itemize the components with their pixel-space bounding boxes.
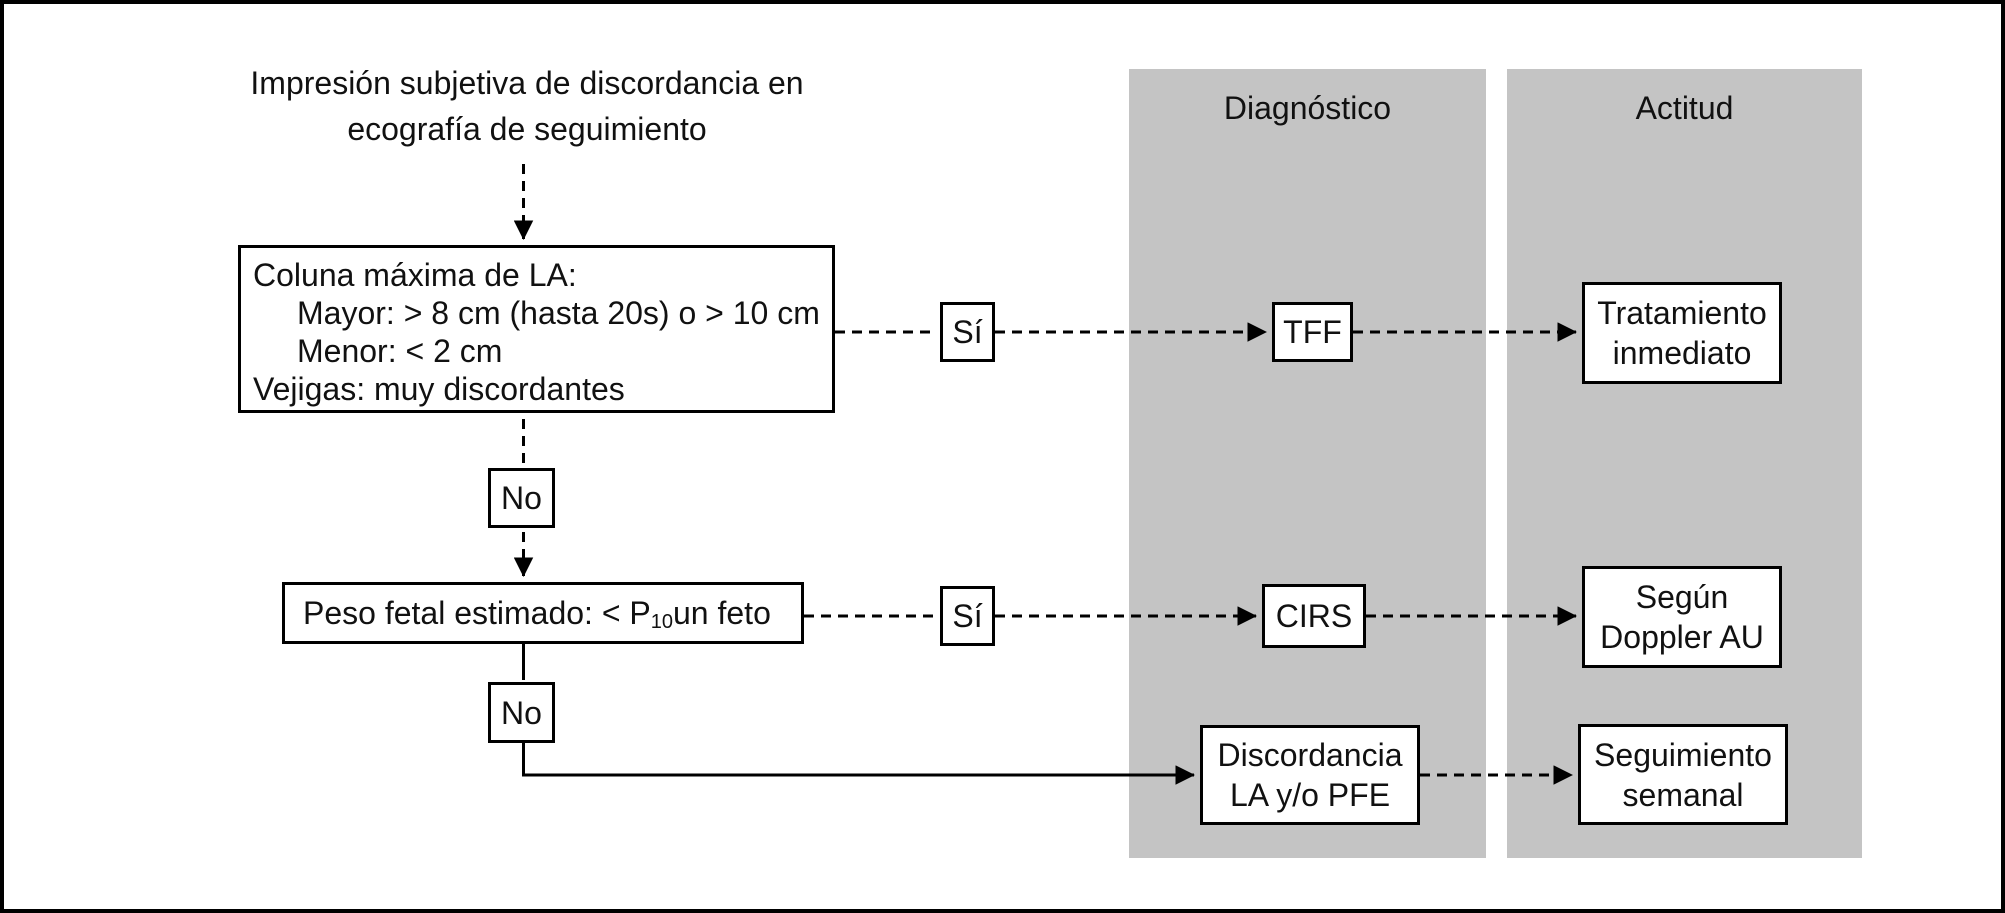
efw-text-suffix: un feto [673,595,771,631]
yes-box-2: Sí [940,586,995,646]
discordance-line2: LA y/o PFE [1229,777,1391,813]
no-box-1: No [488,468,555,528]
followup-box: Seguimiento semanal [1578,724,1788,825]
criteria-line1: Coluna máxima de LA: [253,257,577,293]
doppler-line1: Según [1635,579,1729,615]
followup-line1: Seguimiento [1594,736,1772,773]
discordance-line1: Discordancia [1217,737,1403,773]
criteria-box: Coluna máxima de LA: Mayor: > 8 cm (hast… [238,245,835,413]
start-text-line1: Impresión subjetiva de discordancia en [250,65,804,101]
treatment-line1: Tratamiento [1597,295,1767,331]
treatment-line2: inmediato [1612,335,1752,371]
start-text-line2: ecografía de seguimiento [347,111,707,147]
column-actitud-header: Actitud [1635,90,1734,126]
yes-box-1: Sí [940,302,995,362]
connector-no2-to-discordance [522,743,1195,785]
efw-text-subscript: 10 [650,611,673,633]
criteria-line3: Menor: < 2 cm [297,333,503,369]
start-text: Impresión subjetiva de discordancia en e… [224,60,830,152]
doppler-box: Según Doppler AU [1582,566,1782,668]
column-diagnostico-header: Diagnóstico [1223,90,1392,126]
doppler-line2: Doppler AU [1600,619,1764,655]
cirs-box: CIRS [1262,584,1366,648]
no-box-2: No [488,682,555,743]
treatment-box: Tratamiento inmediato [1582,282,1782,384]
criteria-line4: Vejigas: muy discordantes [253,371,625,407]
followup-line2: semanal [1622,776,1744,813]
discordance-box: Discordancia LA y/o PFE [1200,725,1420,825]
tff-box: TFF [1272,302,1353,362]
criteria-line2: Mayor: > 8 cm (hasta 20s) o > 10 cm [297,295,820,331]
efw-text-prefix: Peso fetal estimado: < P [303,595,651,631]
